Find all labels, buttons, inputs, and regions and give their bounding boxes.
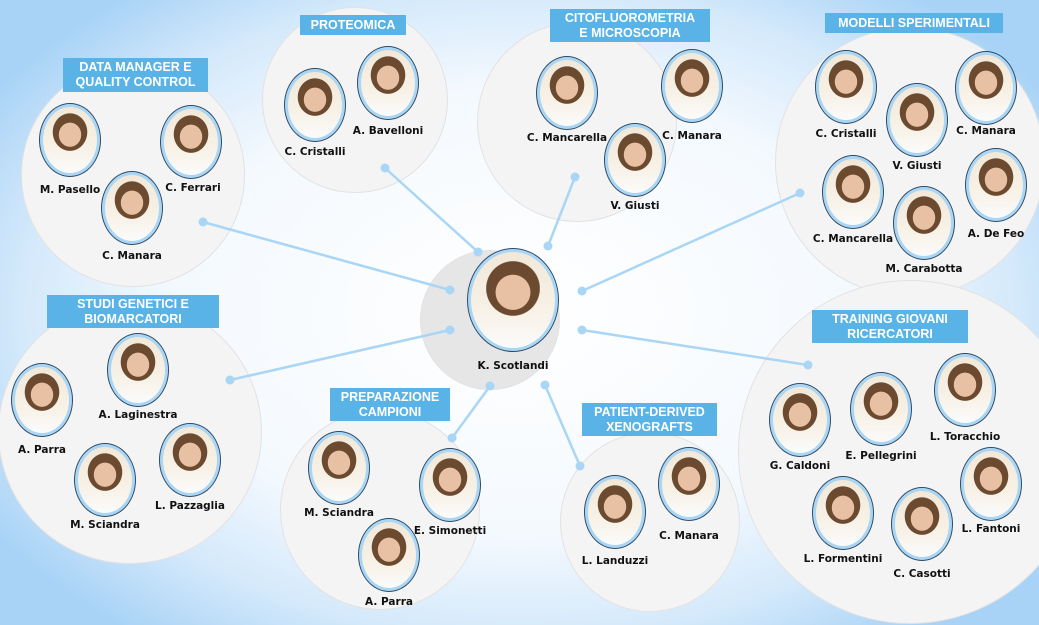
member-name: M. Sciandra (70, 519, 140, 531)
member-name: C. Cristalli (284, 146, 346, 158)
group-title: TRAINING GIOVANI RICERCATORI (812, 310, 968, 343)
member-photo (822, 155, 884, 229)
member-name: E. Pellegrini (845, 450, 917, 462)
member-name: C. Casotti (893, 568, 951, 580)
connector-line (450, 385, 492, 439)
connector-dot (485, 381, 495, 391)
member-photo (815, 50, 877, 124)
member-photo (955, 51, 1017, 125)
member-photo (160, 105, 222, 179)
member-photo (965, 148, 1027, 222)
member-photo (358, 518, 420, 592)
connector-line (229, 328, 451, 382)
group-title: PREPARAZIONE CAMPIONI (330, 388, 450, 421)
member-name: C. Mancarella (526, 132, 608, 144)
member-name: A. Bavelloni (352, 125, 424, 137)
member-name: C. Mancarella (812, 233, 894, 245)
member-photo (39, 103, 101, 177)
group-title: PATIENT-DERIVED XENOGRAFTS (582, 403, 717, 436)
connector-line (546, 176, 577, 247)
connector-line (581, 328, 809, 367)
member-name: C. Manara (102, 250, 162, 262)
member-photo (11, 363, 73, 437)
member-name: V. Giusti (892, 160, 942, 172)
member-photo (74, 443, 136, 517)
connector-dot (445, 285, 455, 295)
member-name: L. Formentini (803, 553, 883, 565)
member-name: M. Sciandra (304, 507, 374, 519)
connector-line (384, 167, 479, 253)
member-photo (658, 447, 720, 521)
connector-dot (575, 461, 585, 471)
member-name: M. Pasello (39, 184, 101, 196)
member-name: G. Caldoni (769, 460, 831, 472)
connector-dot (577, 286, 587, 296)
connector-dot (570, 172, 580, 182)
group-title: DATA MANAGER E QUALITY CONTROL (63, 58, 208, 92)
member-photo (308, 431, 370, 505)
connector-dot (795, 188, 805, 198)
member-name: C. Cristalli (815, 128, 877, 140)
connector-dot (380, 163, 390, 173)
member-name: L. Fantoni (961, 523, 1021, 535)
connector-dot (473, 247, 483, 257)
connector-dot (225, 375, 235, 385)
connector-dot (445, 325, 455, 335)
connector-line (581, 191, 801, 293)
member-photo (357, 46, 419, 120)
center-name: K. Scotlandi (477, 360, 549, 372)
member-photo (886, 83, 948, 157)
group-title: MODELLI SPERIMENTALI (825, 13, 1003, 33)
member-photo (101, 171, 163, 245)
group-title: PROTEOMICA (300, 15, 406, 35)
connector-line (202, 220, 451, 292)
member-photo (893, 186, 955, 260)
member-name: V. Giusti (610, 200, 660, 212)
member-photo (661, 49, 723, 123)
connector-dot (447, 433, 457, 443)
member-photo (159, 423, 221, 497)
connector-line (543, 384, 582, 467)
member-name: C. Ferrari (165, 182, 221, 194)
member-name: E. Simonetti (413, 525, 487, 537)
member-name: A. Parra (18, 444, 66, 456)
member-name: C. Manara (659, 530, 719, 542)
member-photo (107, 333, 169, 407)
connector-dot (540, 380, 550, 390)
connector-dot (577, 325, 587, 335)
member-photo (850, 372, 912, 446)
member-photo (604, 123, 666, 197)
member-name: A. Parra (365, 596, 413, 608)
member-name: M. Carabotta (885, 263, 963, 275)
connector-dot (198, 217, 208, 227)
member-photo (284, 68, 346, 142)
member-photo (960, 447, 1022, 521)
member-name: C. Manara (956, 125, 1016, 137)
member-photo (812, 476, 874, 550)
connector-dot (803, 360, 813, 370)
member-photo (891, 487, 953, 561)
member-name: L. Landuzzi (581, 555, 649, 567)
member-photo (419, 448, 481, 522)
member-photo (934, 353, 996, 427)
member-name: A. Laginestra (98, 409, 178, 421)
member-name: C. Manara (662, 130, 722, 142)
group-title: STUDI GENETICI E BIOMARCATORI (47, 295, 219, 328)
group-title: CITOFLUOROMETRIA E MICROSCOPIA (550, 9, 710, 42)
photo-k-scotlandi (467, 248, 559, 352)
member-name: L. Pazzaglia (155, 500, 225, 512)
member-name: A. De Feo (967, 228, 1025, 240)
member-photo (584, 475, 646, 549)
member-photo (769, 383, 831, 457)
connector-dot (543, 241, 553, 251)
member-photo (536, 56, 598, 130)
member-name: L. Toracchio (929, 431, 1001, 443)
